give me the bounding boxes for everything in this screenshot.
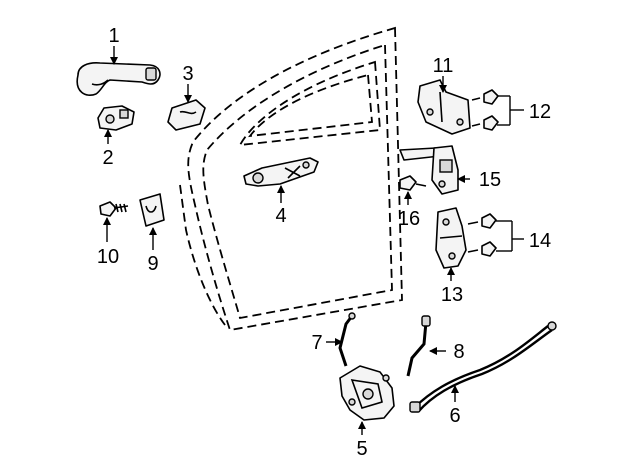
callout-5: 5 [356,438,367,460]
callout-3: 3 [182,63,193,85]
callout-8: 8 [453,341,464,363]
callout-9: 9 [147,253,158,275]
callout-7: 7 [311,332,322,354]
callout-13: 13 [441,284,463,306]
lock-rod-part [338,312,356,367]
striker-part [139,193,165,227]
callout-2: 2 [102,147,113,169]
callout-labels: 1 2 3 4 5 6 7 8 9 10 11 12 13 14 15 16 [97,25,551,460]
callout-12: 12 [529,101,551,123]
callout-15: 15 [479,169,501,191]
lower-hinge-part [435,207,467,269]
inside-handle-part [243,157,319,187]
callout-11: 11 [433,55,454,77]
leader-lines [103,46,524,435]
door-outline [179,26,403,332]
hinge-bolts-part [471,89,499,131]
callout-14: 14 [529,230,551,252]
callout-4: 4 [275,205,286,227]
check-bolt-part [399,175,427,191]
release-cable-part [409,321,557,413]
outside-handle-part [76,62,161,96]
handle-base-part [97,105,135,131]
callout-1: 1 [108,25,119,47]
callout-6: 6 [449,405,460,427]
callout-16: 16 [398,208,420,230]
door-check-part [399,145,459,195]
release-rod-part [406,315,431,377]
latch-part [339,365,395,421]
cover-plate-part [167,99,206,131]
bolt-part [99,201,129,217]
upper-hinge-part [417,79,471,135]
callout-10: 10 [97,246,119,268]
lower-hinge-bolts-part [467,213,497,257]
